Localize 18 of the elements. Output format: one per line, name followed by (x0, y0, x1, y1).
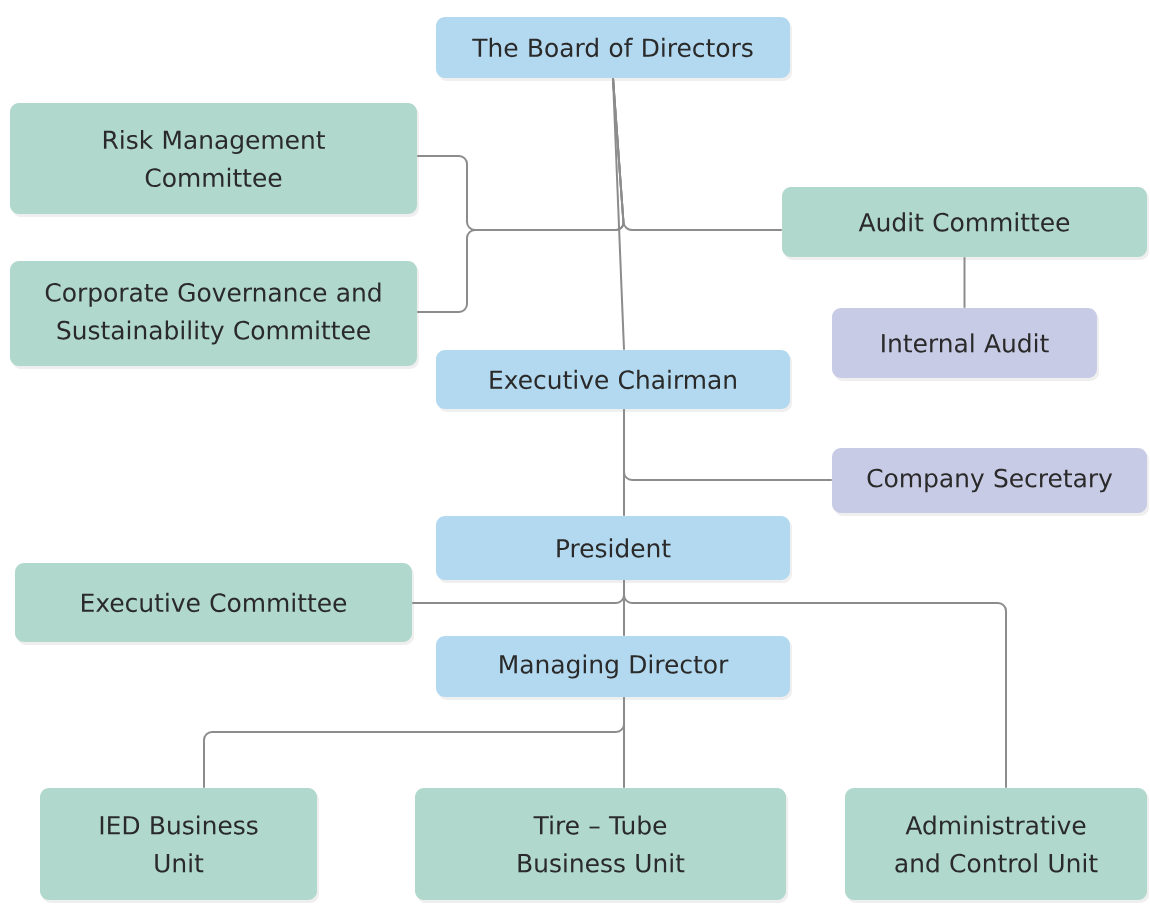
org-box: President (436, 516, 792, 583)
org-box: Executive Committee (15, 563, 414, 645)
org-box: The Board of Directors (436, 17, 792, 81)
connector-line (612, 77, 625, 351)
connector-line (963, 256, 966, 309)
org-box: Risk Management Committee (10, 103, 419, 217)
org-box: Administrative and Control Unit (845, 788, 1149, 903)
org-box: Audit Committee (782, 187, 1149, 260)
org-box: Executive Chairman (436, 350, 792, 412)
connector-line (623, 408, 625, 517)
org-box: Tire – Tube Business Unit (415, 788, 788, 903)
connector-line (623, 696, 625, 789)
org-box: Managing Director (436, 636, 792, 700)
org-box: Company Secretary (832, 448, 1149, 516)
org-box: IED Business Unit (40, 788, 319, 903)
org-box: Internal Audit (832, 308, 1099, 381)
org-box: Corporate Governance and Sustainability Committee (10, 261, 419, 369)
connector-line (623, 579, 625, 637)
